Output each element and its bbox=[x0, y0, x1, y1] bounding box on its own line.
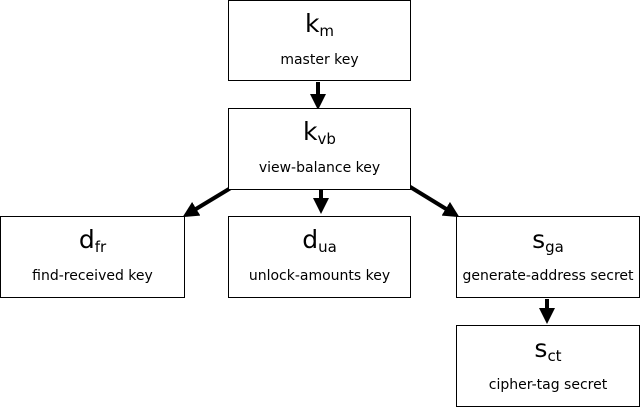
cipher-tag-secret-symbol-base: s bbox=[534, 334, 548, 363]
master-key-node: km master key bbox=[228, 0, 411, 81]
unlock-amounts-key-symbol-base: d bbox=[302, 225, 319, 254]
unlock-amounts-key-node: dua unlock-amounts key bbox=[228, 216, 411, 298]
unlock-amounts-key-symbol: dua bbox=[229, 225, 410, 262]
master-key-symbol: km bbox=[229, 9, 410, 46]
view-balance-key-label: view-balance key bbox=[258, 160, 381, 176]
cipher-tag-secret-node: sct cipher-tag secret bbox=[456, 325, 640, 407]
find-received-key-label: find-received key bbox=[32, 268, 153, 284]
generate-address-secret-node: sga generate-address secret bbox=[456, 216, 640, 298]
find-received-key-symbol-subscript: fr bbox=[94, 238, 107, 256]
master-key-label: master key bbox=[280, 52, 359, 68]
find-received-key-node: dfr find-received key bbox=[0, 216, 185, 298]
unlock-amounts-key-symbol-subscript: ua bbox=[318, 238, 337, 256]
cipher-tag-secret-symbol-subscript: ct bbox=[547, 347, 562, 365]
edge-kvb-to-dfr bbox=[182, 184, 236, 218]
cipher-tag-secret-label: cipher-tag secret bbox=[488, 377, 608, 393]
generate-address-secret-symbol: sga bbox=[457, 225, 639, 262]
unlock-amounts-key-label: unlock-amounts key bbox=[248, 268, 391, 284]
master-key-symbol-base: k bbox=[304, 9, 320, 38]
cipher-tag-secret-symbol: sct bbox=[457, 334, 639, 371]
master-key-symbol-subscript: m bbox=[319, 22, 335, 40]
view-balance-key-node: kvb view-balance key bbox=[228, 108, 411, 190]
find-received-key-symbol: dfr bbox=[1, 225, 184, 262]
view-balance-key-symbol: kvb bbox=[229, 117, 410, 154]
generate-address-secret-symbol-base: s bbox=[532, 225, 546, 254]
find-received-key-symbol-base: d bbox=[78, 225, 95, 254]
generate-address-secret-symbol-subscript: ga bbox=[545, 238, 564, 256]
edge-kvb-to-sga bbox=[405, 183, 460, 218]
view-balance-key-symbol-subscript: vb bbox=[317, 130, 336, 148]
view-balance-key-symbol-base: k bbox=[303, 117, 318, 146]
generate-address-secret-label: generate-address secret bbox=[462, 268, 634, 284]
